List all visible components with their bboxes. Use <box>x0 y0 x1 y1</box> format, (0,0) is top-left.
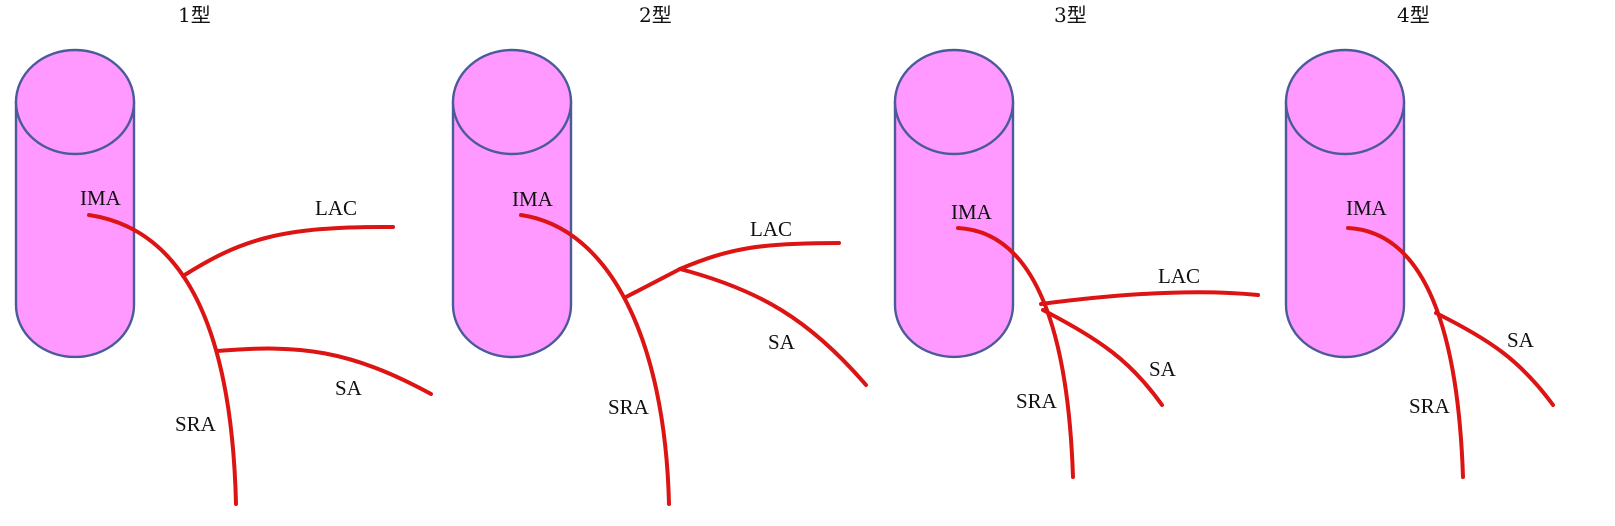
panel-title: 2型 <box>639 3 672 27</box>
panel-type-3: 3型 IMA LAC SA SRA <box>893 3 1260 479</box>
lac-label: LAC <box>750 217 792 241</box>
lac-branch <box>678 241 841 271</box>
ima-label: IMA <box>512 187 554 211</box>
ima-sra-trunk <box>956 226 1075 479</box>
sra-label: SRA <box>175 412 217 436</box>
aorta-cylinder <box>893 48 1015 359</box>
panel-title: 3型 <box>1054 3 1087 27</box>
ima-sra-trunk <box>519 213 671 506</box>
lac-branch <box>1039 290 1260 306</box>
common-branch <box>624 267 682 299</box>
panel-type-1: 1型 IMA LAC SA SRA <box>14 3 433 506</box>
sa-label: SA <box>768 330 796 354</box>
sa-branch <box>1041 308 1164 407</box>
ima-label: IMA <box>951 200 993 224</box>
sa-branch <box>1434 311 1555 407</box>
ima-label: IMA <box>80 186 122 210</box>
sra-label: SRA <box>1409 394 1451 418</box>
sa-branch <box>678 267 868 387</box>
panel-type-2: 2型 IMA LAC SA SRA <box>451 3 868 506</box>
aorta-cylinder <box>1284 48 1406 359</box>
panel-title: 4型 <box>1397 3 1430 27</box>
ima-sra-trunk <box>1346 226 1465 479</box>
sra-label: SRA <box>1016 389 1058 413</box>
lac-label: LAC <box>315 196 357 220</box>
aorta-cylinder <box>14 48 136 359</box>
panel-type-4: 4型 IMA SA SRA <box>1284 3 1555 479</box>
sa-label: SA <box>335 376 363 400</box>
lac-branch <box>181 224 395 278</box>
aorta-cylinder <box>451 48 573 359</box>
sa-branch <box>215 346 433 396</box>
sa-label: SA <box>1507 328 1535 352</box>
lac-label: LAC <box>1158 264 1200 288</box>
ima-label: IMA <box>1346 196 1388 220</box>
sa-label: SA <box>1149 357 1177 381</box>
panel-title: 1型 <box>178 3 211 27</box>
ima-sra-trunk <box>87 213 238 506</box>
sra-label: SRA <box>608 395 650 419</box>
